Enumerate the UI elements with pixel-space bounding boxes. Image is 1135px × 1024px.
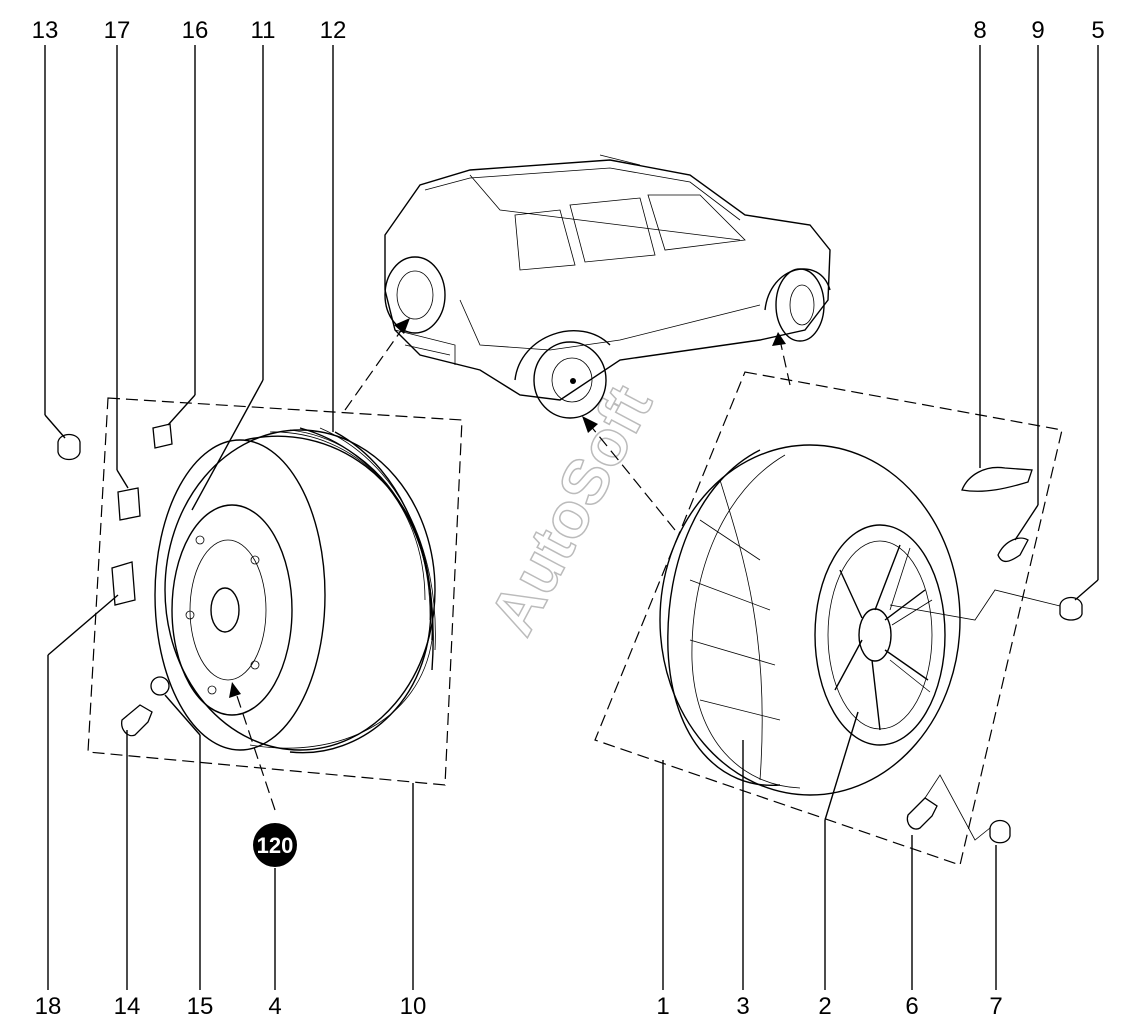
part-7-cap xyxy=(989,819,1011,844)
callout-12: 12 xyxy=(320,17,347,44)
callout-4: 4 xyxy=(268,993,281,1020)
callout-17: 17 xyxy=(104,17,131,44)
callout-8: 8 xyxy=(973,17,986,44)
callout-11: 11 xyxy=(251,17,276,44)
callout-numbers: 13 17 16 11 12 8 9 5 18 14 15 4 10 1 3 2… xyxy=(32,17,1105,1020)
part-5-cap xyxy=(1059,596,1083,621)
callout-18: 18 xyxy=(35,993,62,1020)
steel-wheel-group-frame xyxy=(87,397,463,786)
callout-5: 5 xyxy=(1091,17,1104,44)
callout-7: 7 xyxy=(989,993,1002,1020)
callout-14: 14 xyxy=(114,993,141,1020)
callout-9: 9 xyxy=(1031,17,1044,44)
pressure-badge: 120 xyxy=(253,823,297,867)
callout-1: 1 xyxy=(656,993,669,1020)
callout-16: 16 xyxy=(182,17,209,44)
alloy-wheel-with-tyre xyxy=(659,444,961,796)
part-14-valve xyxy=(121,704,153,737)
part-13-cap xyxy=(57,433,81,461)
part-8-weight xyxy=(961,466,1033,492)
part-9-weight xyxy=(997,537,1029,563)
part-16-weight xyxy=(152,423,173,449)
steel-wheel-with-tyre xyxy=(154,427,436,754)
callout-10: 10 xyxy=(400,993,427,1020)
alloy-wheel-group-frame xyxy=(594,371,1063,866)
vehicle-illustration xyxy=(384,154,831,419)
callout-3: 3 xyxy=(736,993,749,1020)
part-18-weight xyxy=(111,561,136,606)
part-6-valve xyxy=(906,797,938,830)
pressure-badge-value: 120 xyxy=(257,833,294,858)
callout-2: 2 xyxy=(818,993,831,1020)
pointer-arrows xyxy=(229,318,791,811)
callout-6: 6 xyxy=(905,993,918,1020)
part-17-weight xyxy=(117,487,141,521)
callout-13: 13 xyxy=(32,17,59,44)
part-15-cap xyxy=(150,676,170,696)
leader-lines xyxy=(44,45,1099,990)
callout-15: 15 xyxy=(187,993,214,1020)
watermark: AutoSoft xyxy=(475,374,665,646)
